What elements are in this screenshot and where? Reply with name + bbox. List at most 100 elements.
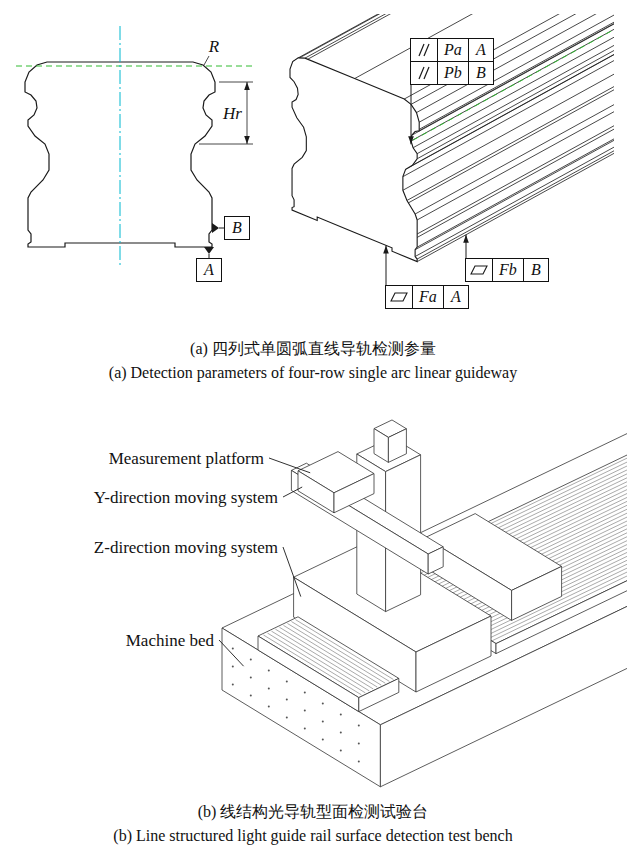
bed-hole [358, 761, 360, 763]
test-bench [222, 367, 627, 787]
caption: (b) 线结构光导轨型面检测试验台 [198, 803, 429, 820]
arrowhead [408, 136, 414, 144]
tolerance-frame: FaA [385, 285, 469, 309]
part-label: Machine bed [126, 631, 214, 650]
extension-line [219, 82, 253, 83]
dimension-label-holder: Hr [223, 104, 242, 124]
rack-stripe [291, 622, 389, 682]
caption: (a) Detection parameters of four-row sin… [109, 364, 517, 381]
symbol-stroke [419, 67, 424, 79]
rail-edge [413, 14, 614, 148]
datum-triangle [204, 247, 214, 254]
bed-hole [232, 648, 234, 650]
arrowhead [383, 245, 389, 253]
rail-edge [406, 14, 614, 169]
rail-edge [416, 14, 614, 113]
rack-stripe [279, 627, 377, 687]
bed-hole [286, 699, 288, 701]
part-label-holder: Machine bed [126, 631, 214, 651]
bed-hole [340, 714, 342, 716]
bed-hole [322, 739, 324, 741]
rail-end-face [290, 58, 419, 262]
face [291, 470, 428, 574]
bed-hole [250, 659, 252, 661]
datum-reference: B [523, 259, 548, 281]
radius-leader [204, 56, 209, 65]
bed-hole [322, 703, 324, 705]
part-label: Y-direction moving system [94, 488, 278, 507]
face [258, 636, 359, 712]
face [374, 429, 388, 463]
symbol-stroke [424, 67, 429, 79]
rail-edge [404, 14, 614, 99]
part-label-holder: Z-direction moving system [94, 538, 278, 558]
tolerance-name: Pb [437, 62, 468, 84]
rack-stripe [275, 629, 373, 689]
tolerance-frame: FbB [465, 258, 549, 282]
rail-edge [415, 14, 614, 257]
bed-hole [358, 743, 360, 745]
part-label: Z-direction moving system [94, 538, 278, 557]
bed-hole [232, 684, 234, 686]
datum-letter: B [225, 217, 249, 239]
flatness-symbol [386, 286, 412, 308]
symbol-stroke [471, 266, 487, 274]
rail-edge [392, 14, 614, 248]
bed-hole [358, 725, 360, 727]
face [428, 547, 443, 574]
rail-3d-view [290, 14, 614, 262]
caption-holder: (b) Line structured light guide rail sur… [113, 827, 512, 845]
caption: (a) 四列式单圆弧直线导轨检测参量 [190, 340, 436, 357]
tolerance-name: Pa [437, 39, 468, 61]
caption-holder: (a) 四列式单圆弧直线导轨检测参量 [190, 339, 436, 360]
parallelism-symbol [411, 39, 437, 61]
contact-line [16, 66, 256, 67]
radius-label-holder: R [209, 37, 219, 57]
face [298, 471, 334, 513]
bed-hole [268, 706, 270, 708]
rail-edge [411, 14, 614, 141]
datum-letter: A [197, 259, 221, 281]
parallelism-symbol [411, 62, 437, 84]
symbol-stroke [391, 293, 407, 301]
tolerance-name: Fa [412, 286, 443, 308]
part-label: Measurement platform [109, 449, 264, 468]
bed-hole [268, 688, 270, 690]
datum-reference: A [468, 39, 493, 61]
rail-edge [415, 14, 614, 250]
rail-edge [293, 14, 614, 62]
measurement-platform [298, 452, 374, 513]
flatness-symbol [466, 259, 492, 281]
bed-hole [286, 717, 288, 719]
part-label-holder: Measurement platform [109, 449, 264, 469]
bed-hole [304, 710, 306, 712]
rail-edge [415, 14, 614, 214]
datum-reference: A [443, 286, 468, 308]
dimension-label: Hr [223, 104, 242, 123]
arrowhead [244, 82, 250, 90]
datum-triangle [212, 223, 219, 233]
dimension-line [247, 82, 248, 144]
arrowhead [463, 235, 469, 243]
symbol-stroke [419, 44, 424, 56]
motor [374, 420, 406, 462]
rail-edge [417, 14, 614, 247]
datum-box: B [224, 216, 250, 240]
contact-line [413, 14, 614, 140]
rail-edge [417, 14, 614, 259]
bed-hole [304, 728, 306, 730]
rack-stripe [263, 635, 361, 695]
label-leader [283, 487, 302, 497]
label-leader [283, 547, 301, 597]
rail-stripe [409, 384, 627, 590]
face [416, 616, 491, 692]
face [388, 429, 406, 463]
datum-box: A [196, 258, 222, 282]
section-view [16, 26, 256, 266]
caption-holder: (b) 线结构光导轨型面检测试验台 [198, 802, 429, 823]
tolerance-frame: PbB [410, 61, 494, 85]
tolerance-name: Fb [492, 259, 523, 281]
center-line [120, 26, 121, 266]
face [334, 474, 374, 513]
